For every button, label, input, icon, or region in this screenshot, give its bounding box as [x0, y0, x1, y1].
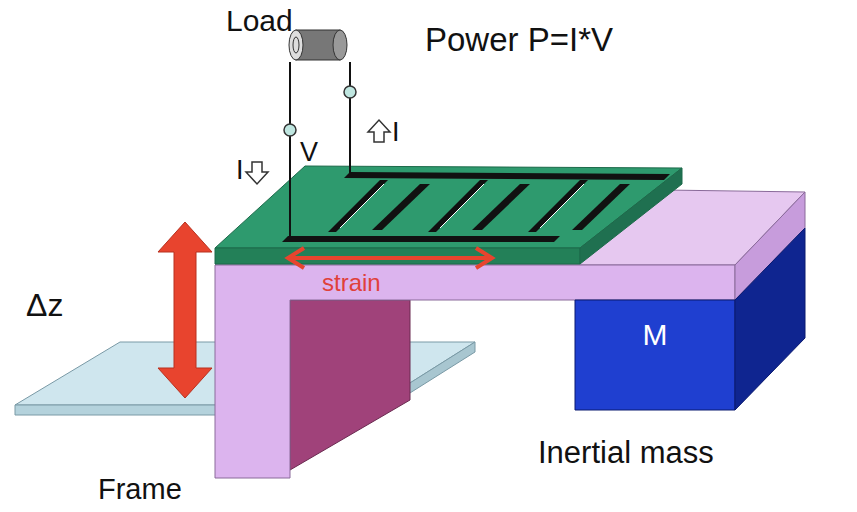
- piezo-front: [215, 248, 580, 264]
- strain-arrow: [288, 248, 492, 268]
- wires: [290, 62, 350, 240]
- mass-label: M: [643, 318, 668, 351]
- label: Power P=I*V: [425, 22, 613, 58]
- label: V: [300, 138, 318, 168]
- terminal: [284, 124, 296, 136]
- label: Load: [226, 4, 293, 37]
- mass-block: M: [575, 300, 735, 410]
- label: I: [392, 118, 400, 148]
- label: Inertial mass: [538, 436, 714, 470]
- terminal: [344, 86, 356, 98]
- clamp-side-face: [290, 300, 410, 470]
- current-arrow: [368, 120, 390, 142]
- displacement-arrow: [158, 222, 212, 398]
- electrodes: [282, 172, 670, 242]
- mass-front: [575, 300, 735, 410]
- label: I: [236, 156, 244, 186]
- label: Frame: [98, 474, 182, 506]
- label: Δz: [26, 288, 63, 323]
- beam-front: [215, 265, 735, 478]
- current-arrow: [246, 162, 268, 184]
- mass-side: [735, 228, 805, 410]
- load-resistor: [289, 30, 347, 60]
- label: strain: [322, 270, 381, 296]
- electrode-highlights: [340, 184, 584, 228]
